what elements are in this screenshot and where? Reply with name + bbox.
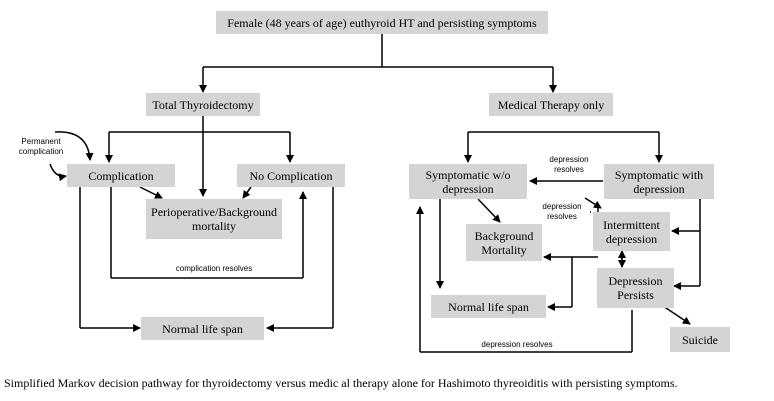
depression-resolves-top-label: depression resolves xyxy=(538,155,600,175)
total-thyroidectomy-node: Total Thyroidectomy xyxy=(146,93,260,116)
perioperative-mortality-label-line2: mortality xyxy=(192,219,236,233)
symptomatic-without-depression-node: Symptomatic w/o depression xyxy=(409,164,527,199)
complication-resolves-label: complication resolves xyxy=(162,264,266,274)
symptomatic-without-label-line2: depression xyxy=(442,181,494,196)
depression-persists-label-line2: Persists xyxy=(617,288,654,302)
intermittent-depression-label-line1: Intermittent xyxy=(603,217,660,232)
symptomatic-with-label-line2: depression xyxy=(633,181,685,196)
depression-resolves-mid-label: depression resolves xyxy=(531,202,593,222)
normal-life-span-left-node: Normal life span xyxy=(141,317,264,340)
medical-therapy-node: Medical Therapy only xyxy=(489,93,613,116)
depression-resolves-bottom-text: depression resolves xyxy=(481,340,553,349)
no-complication-label: No Complication xyxy=(249,168,333,183)
symptomatic-with-label-line1: Symptomatic with xyxy=(614,167,704,182)
depression-resolves-mid-line1: depression xyxy=(542,202,582,211)
suicide-label: Suicide xyxy=(682,332,718,347)
normal-life-span-left-label: Normal life span xyxy=(162,321,243,336)
total-thyroidectomy-label: Total Thyroidectomy xyxy=(152,97,254,112)
intermittent-depression-node: Intermittent depression xyxy=(593,212,670,251)
depression-resolves-top-line2: resolves xyxy=(554,165,584,174)
symptomatic-with-depression-node: Symptomatic with depression xyxy=(604,164,714,199)
complication-node: Complication xyxy=(67,164,175,187)
normal-life-span-right-label: Normal life span xyxy=(448,299,529,314)
background-mortality-label-line2: Mortality xyxy=(481,242,527,257)
complication-resolves-text: complication resolves xyxy=(175,264,253,273)
depression-resolves-mid-line2: resolves xyxy=(547,212,577,221)
perioperative-mortality-label-line1: Perioperative/Background xyxy=(151,205,277,219)
depression-resolves-bottom-label: depression resolves xyxy=(462,340,572,350)
no-complication-node: No Complication xyxy=(237,164,345,187)
depression-persists-node: Depression Persists xyxy=(597,268,674,308)
root-node: Female (48 years of age) euthyroid HT an… xyxy=(216,11,548,34)
depression-persists-label-line1: Depression xyxy=(608,274,663,288)
figure-caption: Simplified Markov decision pathway for t… xyxy=(4,376,678,390)
root-node-label: Female (48 years of age) euthyroid HT an… xyxy=(227,15,537,30)
permanent-complication-label-line1: Permanent xyxy=(21,137,61,146)
symptomatic-without-label-line1: Symptomatic w/o xyxy=(425,167,511,182)
suicide-node: Suicide xyxy=(670,327,730,352)
medical-therapy-label: Medical Therapy only xyxy=(497,97,605,112)
permanent-complication-label-line2: complication xyxy=(18,147,64,156)
perioperative-mortality-node: Perioperative/Background mortality xyxy=(146,199,282,239)
intermittent-depression-label-line2: depression xyxy=(605,231,658,246)
background-mortality-label-line1: Background xyxy=(474,228,534,243)
background-mortality-node: Background Mortality xyxy=(466,224,542,261)
complication-label: Complication xyxy=(88,168,154,183)
depression-resolves-top-line1: depression xyxy=(549,155,589,164)
permanent-complication-label: Permanent complication xyxy=(10,137,72,157)
normal-life-span-right-node: Normal life span xyxy=(431,295,546,318)
